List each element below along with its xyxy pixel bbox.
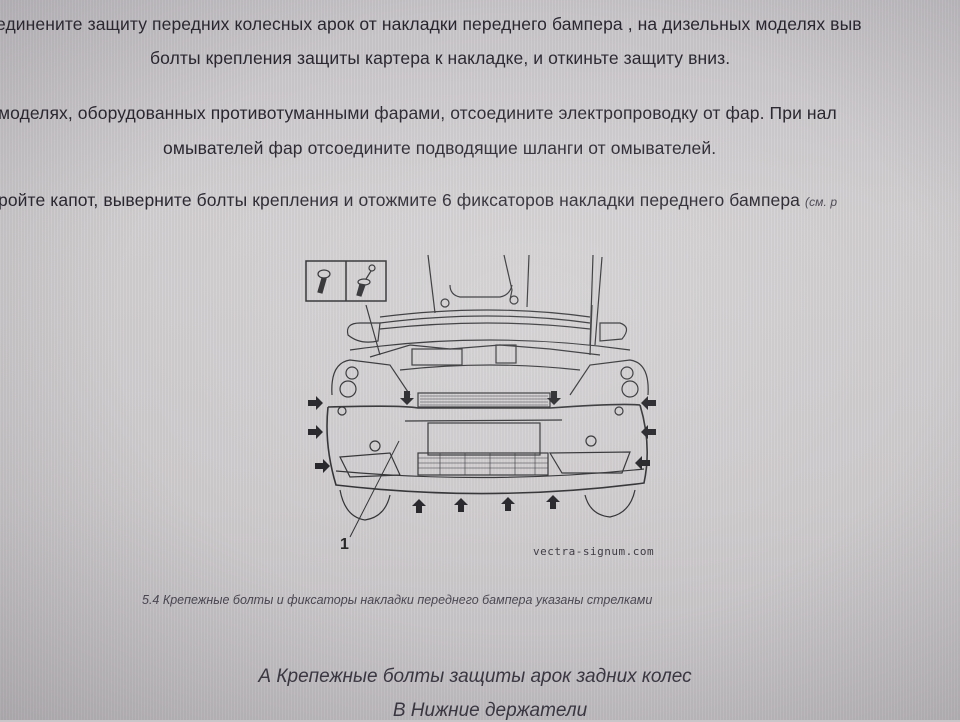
arrow-icon (635, 456, 650, 470)
arrow-icon (454, 498, 468, 512)
arrow-icon (308, 396, 323, 410)
arrow-icon (315, 459, 330, 473)
arrow-icon (308, 425, 323, 439)
arrow-icon (412, 499, 426, 513)
paragraph-2-line-2: омывателей фар отсоедините подводящие шл… (163, 138, 717, 158)
fastener-arrows (308, 391, 656, 513)
push-clip-fastener-icon (356, 264, 376, 297)
arrow-icon (546, 495, 560, 509)
paragraph-3-line-1: ройте капот, выверните болты крепления и… (0, 190, 837, 211)
arrow-icon (641, 396, 656, 410)
arrow-icon (400, 391, 414, 405)
legend-item-a: А Крепежные болты защиты арок задних кол… (258, 666, 692, 687)
paragraph-1-line-2: болты крепления защиты картера к накладк… (150, 48, 731, 68)
callout-label: 1 (340, 536, 349, 553)
figure-reference-link[interactable]: (см. р (804, 195, 838, 209)
bumper-diagram (305, 254, 656, 538)
arrow-icon (547, 391, 561, 405)
paragraph-1-line-1: единените защиту передних колесных арок … (0, 14, 862, 34)
paragraph-2-line-1: моделях, оборудованных противотуманными … (0, 103, 837, 123)
source-watermark: vectra-signum.com (533, 545, 655, 558)
bolt-icon (317, 269, 331, 294)
paragraph-3-text: ройте капот, выверните болты крепления и… (0, 190, 801, 210)
arrow-icon (501, 497, 515, 511)
arrow-icon (641, 425, 656, 439)
fastener-icon-box (305, 260, 387, 302)
legend-item-b: В Нижние держатели (392, 700, 588, 721)
figure-caption: 5.4 Крепежные болты и фиксаторы накладки… (142, 593, 653, 607)
